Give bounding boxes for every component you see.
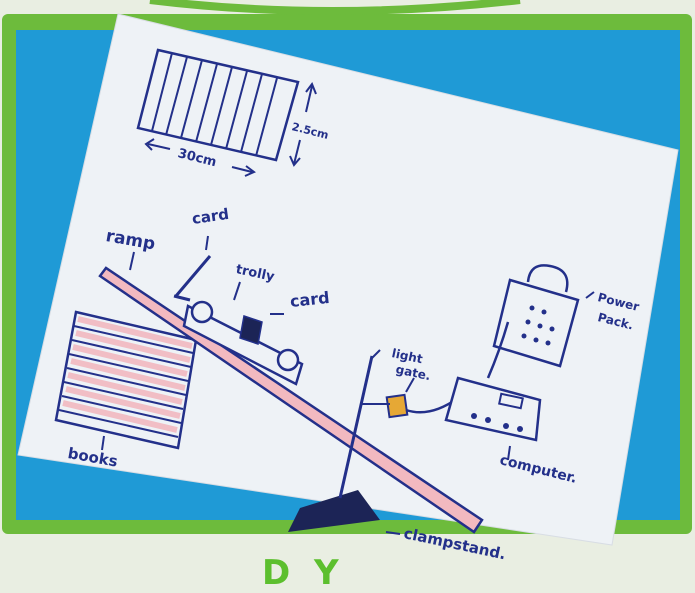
poster: 2.5cm 30cm ramp card trolly card books l… — [0, 0, 695, 581]
bottom-partial-heading: D Y — [262, 556, 345, 590]
diagram-canvas — [0, 0, 695, 581]
